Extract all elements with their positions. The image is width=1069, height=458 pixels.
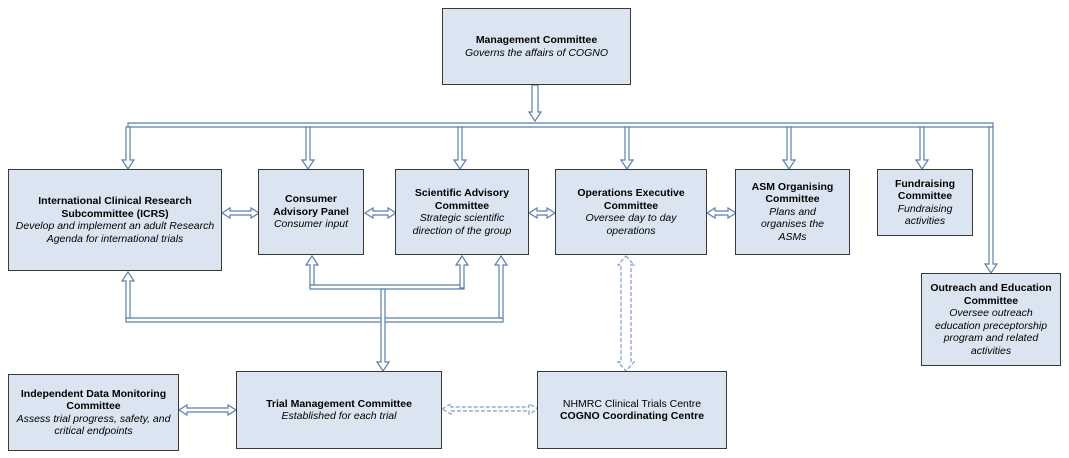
arrow-consumer-scientific: [363, 206, 398, 220]
icrs-desc: Develop and implement an adult Research …: [15, 220, 215, 245]
arrow-operations-asm: [705, 206, 738, 220]
outreach-education-committee-desc: Oversee outreach education preceptorship…: [934, 307, 1048, 357]
arrow-to-outreach: [983, 126, 999, 275]
trial-management-committee-title: Trial Management Committee: [266, 397, 412, 410]
arrow-to-fundraising: [914, 126, 930, 171]
asm-organising-committee-desc: Plans and organises the ASMs: [760, 205, 825, 243]
consumer-advisory-panel-box: Consumer Advisory Panel Consumer input: [258, 169, 364, 255]
dashed-arrow-trial-nhmrc: [440, 402, 540, 416]
icrs-box: International Clinical Research Subcommi…: [8, 169, 222, 271]
operations-executive-committee-box: Operations Executive Committee Oversee d…: [555, 169, 707, 255]
consumer-advisory-panel-desc: Consumer input: [273, 218, 349, 231]
arrow-to-operations: [619, 126, 635, 171]
operations-executive-committee-desc: Oversee day to day operations: [585, 212, 677, 237]
idmc-box: Independent Data Monitoring Committee As…: [8, 374, 179, 451]
arrow-scientific-up-right: [493, 254, 509, 319]
scientific-advisory-committee-title: Scientific Advisory Committee: [414, 187, 510, 212]
arrow-to-asm: [781, 126, 797, 171]
arrow-scientific-up-left: [454, 254, 470, 289]
arrow-icrs-consumer: [220, 206, 261, 220]
management-committee-title: Management Committee: [475, 34, 598, 46]
scientific-advisory-committee-box: Scientific Advisory Committee Strategic …: [395, 169, 529, 255]
connector-top-bus: [127, 122, 994, 128]
arrow-to-consumer: [300, 126, 316, 171]
management-committee-box: Management Committee Governs the affairs…: [442, 8, 631, 85]
outreach-education-committee-title: Outreach and Education Committee: [930, 282, 1052, 307]
trial-management-committee-box: Trial Management Committee Established f…: [236, 371, 442, 449]
fundraising-committee-title: Fundraising Committee: [894, 177, 956, 203]
fundraising-committee-desc: Fundraising activities: [897, 202, 953, 228]
consumer-advisory-panel-title: Consumer Advisory Panel: [273, 193, 349, 218]
arrow-icrs-up: [120, 270, 136, 319]
arrow-idmc-trial: [177, 403, 238, 417]
scientific-advisory-committee-desc: Strategic scientific direction of the gr…: [412, 212, 512, 237]
asm-organising-committee-title: ASM Organising Committee: [751, 180, 834, 206]
nhmrc-line2: COGNO Coordinating Centre: [559, 410, 705, 422]
arrow-to-scientific: [452, 126, 468, 171]
fundraising-committee-box: Fundraising Committee Fundraising activi…: [877, 169, 973, 236]
arrow-to-icrs: [120, 126, 136, 171]
management-committee-desc: Governs the affairs of COGNO: [465, 46, 608, 59]
arrow-consumer-up: [304, 254, 320, 289]
nhmrc-line1: NHMRC Clinical Trials Centre: [562, 397, 702, 410]
arrow-to-trial: [375, 288, 391, 373]
idmc-desc: Assess trial progress, safety, and criti…: [16, 412, 171, 438]
icrs-title: International Clinical Research Subcommi…: [38, 195, 192, 220]
arrow-scientific-operations: [527, 206, 557, 220]
connector-lower-bus: [125, 317, 504, 323]
outreach-education-committee-box: Outreach and Education Committee Oversee…: [921, 273, 1061, 366]
nhmrc-coordinating-centre-box: NHMRC Clinical Trials Centre COGNO Coord…: [537, 371, 727, 449]
dashed-arrow-operations-nhmrc: [616, 255, 636, 372]
asm-organising-committee-box: ASM Organising Committee Plans and organ…: [735, 169, 850, 255]
connector-upper-loop: [309, 284, 465, 290]
idmc-title: Independent Data Monitoring Committee: [20, 387, 167, 413]
operations-executive-committee-title: Operations Executive Committee: [577, 187, 685, 212]
trial-management-committee-desc: Established for each trial: [281, 410, 397, 422]
connector-management-trunk: [527, 84, 543, 123]
